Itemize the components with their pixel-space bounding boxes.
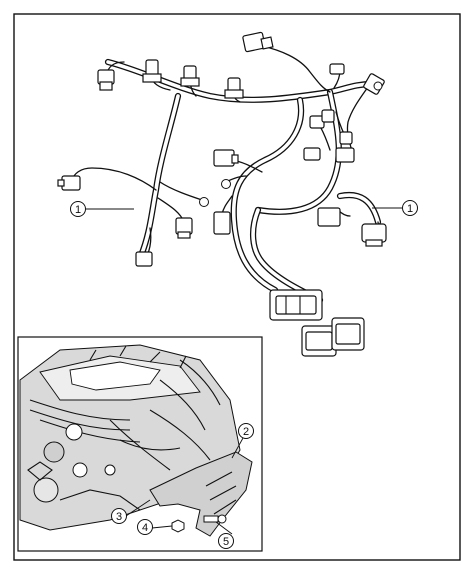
callout-1-left: 1 <box>70 201 86 217</box>
callout-2-label: 2 <box>243 426 249 438</box>
ring-terminal-2 <box>199 197 209 207</box>
callout-3-label: 3 <box>116 511 122 523</box>
nut-part <box>171 519 185 533</box>
connector-top-6 <box>329 63 345 75</box>
callout-1-left-label: 1 <box>75 204 81 216</box>
connector-center-lower <box>213 211 231 235</box>
connector-right-side <box>361 223 387 247</box>
connector-large-3 <box>331 317 365 351</box>
engine-location-inset: 2 3 4 5 <box>17 336 263 552</box>
connector-cluster-center <box>303 109 355 163</box>
callout-5: 5 <box>218 533 234 549</box>
callout-3: 3 <box>111 508 127 524</box>
connector-top-1 <box>97 69 115 91</box>
connector-top-3 <box>180 65 200 87</box>
callout-5-label: 5 <box>223 536 229 548</box>
bracket-part <box>149 451 253 537</box>
connector-large-2 <box>301 325 337 357</box>
connector-top-5 <box>242 31 274 53</box>
callout-2: 2 <box>238 423 254 439</box>
connector-left-lower-1 <box>175 217 193 239</box>
callout-4-label: 4 <box>142 522 148 534</box>
callout-1-right: 1 <box>402 200 418 216</box>
callout-4: 4 <box>137 519 153 535</box>
connector-large-1 <box>269 289 323 321</box>
connector-mid-left <box>213 149 239 167</box>
connector-right-mid <box>317 207 341 227</box>
connector-top-2 <box>142 59 162 83</box>
ring-terminal-1 <box>221 179 231 189</box>
connector-top-4 <box>224 77 244 99</box>
connector-top-right <box>363 73 385 95</box>
connector-left-lower-2 <box>135 251 153 267</box>
engine-wiring-harness: 1 1 <box>57 31 418 357</box>
connector-left-side <box>57 175 81 191</box>
callout-1-right-label: 1 <box>407 203 413 215</box>
diagram-border <box>13 13 461 561</box>
bolt-part <box>203 514 227 524</box>
